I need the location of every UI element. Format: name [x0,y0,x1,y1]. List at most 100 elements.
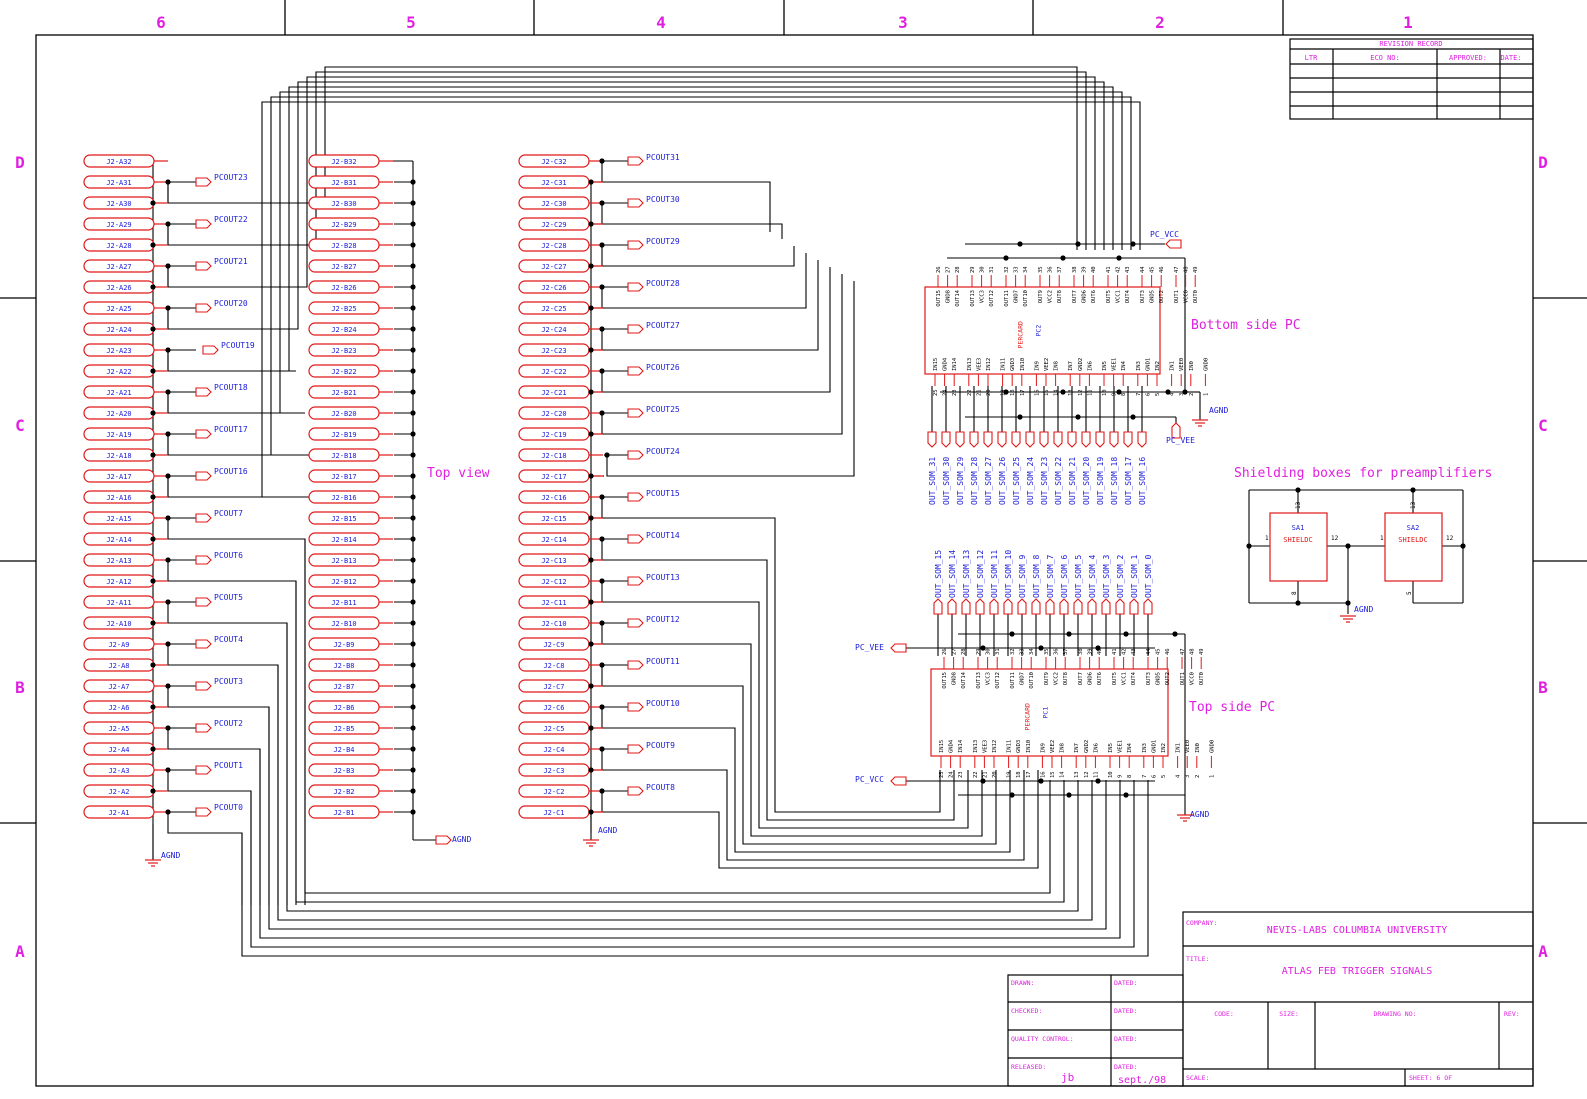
connector-pin-label: J2-B27 [331,263,356,271]
junction-dot [1060,255,1066,261]
connector-pin[interactable]: J2-C30 [518,196,603,210]
connector-pin[interactable]: J2-A31 [83,175,168,189]
connector-pin[interactable]: J2-A21 [83,385,168,399]
chip-pin-number: 17 [1026,771,1032,778]
connector-pin[interactable]: J2-C32 [518,154,603,168]
connector-pin[interactable]: J2-B5 [308,721,393,735]
connector-pin[interactable]: J2-C10 [518,616,603,630]
connector-pin[interactable]: J2-B16 [308,490,393,504]
connector-pin-label: J2-B9 [333,641,354,649]
offpage-connector-icon [627,576,644,586]
chip-pin-name: VEE3 [982,740,988,753]
connector-pin[interactable]: J2-A22 [83,364,168,378]
connector-pin[interactable]: J2-A11 [83,595,168,609]
connector-pin[interactable]: J2-B8 [308,658,393,672]
connector-pin[interactable]: J2-B19 [308,427,393,441]
connector-pin[interactable]: J2-B7 [308,679,393,693]
junction-dot [588,557,594,563]
connector-pin[interactable]: J2-A27 [83,259,168,273]
connector-pin[interactable]: J2-B18 [308,448,393,462]
chip-pin-number: 13 [1068,389,1074,396]
connector-pin[interactable]: J2-A15 [83,511,168,525]
connector-pin[interactable]: J2-A32 [83,154,168,168]
connector-pin[interactable]: J2-A1 [83,805,168,819]
connector-pin[interactable]: J2-C22 [518,364,603,378]
connector-pin[interactable]: J2-B15 [308,511,393,525]
connector-pin[interactable]: J2-B30 [308,196,393,210]
connector-pin[interactable]: J2-A13 [83,553,168,567]
connector-pin[interactable]: J2-C6 [518,700,603,714]
connector-pin-label: J2-B22 [331,368,356,376]
connector-pin[interactable]: J2-C12 [518,574,603,588]
connector-pin[interactable]: J2-A8 [83,658,168,672]
offpage-connector-icon [1095,431,1105,448]
connector-pin-label: J2-C23 [541,347,566,355]
connector-pin[interactable]: J2-C28 [518,238,603,252]
connector-pin[interactable]: J2-B28 [308,238,393,252]
chip-pin-name: IN14 [958,739,964,753]
connector-pin[interactable]: J2-C16 [518,490,603,504]
connector-pin[interactable]: J2-B27 [308,259,393,273]
connector-pin[interactable]: J2-C24 [518,322,603,336]
connector-pin[interactable]: J2-A17 [83,469,168,483]
connector-pin[interactable]: J2-B24 [308,322,393,336]
connector-pin[interactable]: J2-B22 [308,364,393,378]
chip-pin-number: 2 [1195,775,1201,778]
connector-pin[interactable]: J2-A29 [83,217,168,231]
connector-pin-label: J2-A29 [106,221,131,229]
connector-pin[interactable]: J2-A25 [83,301,168,315]
chip-pin-name: OUT2 [1165,672,1171,685]
connector-pin[interactable]: J2-B26 [308,280,393,294]
pcout-net-label: PCOUT8 [646,783,675,792]
top-side-caption: Top side PC [1189,700,1275,715]
connector-pin[interactable]: J2-A30 [83,196,168,210]
connector-pin[interactable]: J2-C18 [518,448,603,462]
offpage-connector-icon [627,786,644,796]
connector-pin[interactable]: J2-B11 [308,595,393,609]
connector-pin[interactable]: J2-C20 [518,406,603,420]
connector-pin[interactable]: J2-C4 [518,742,603,756]
connector-pin[interactable]: J2-B32 [308,154,393,168]
connector-pin[interactable]: J2-B17 [308,469,393,483]
connector-pin[interactable]: J2-B29 [308,217,393,231]
connector-pin[interactable]: J2-B9 [308,637,393,651]
shield-part: SHIELDC [1283,536,1313,544]
wire [167,518,306,905]
connector-pin[interactable]: J2-C2 [518,784,603,798]
chip-pin-number: 33 [1020,648,1026,655]
connector-pin[interactable]: J2-B4 [308,742,393,756]
connector-pin[interactable]: J2-A9 [83,637,168,651]
wire [295,581,1065,903]
chip-pin-name: OUT1 [1174,290,1180,303]
connector-pin[interactable]: J2-B3 [308,763,393,777]
chip-pin-name: GND4 [943,357,949,371]
connector-pin[interactable]: J2-C8 [518,658,603,672]
chip-pin-name: VEE3 [976,358,982,371]
connector-pin[interactable]: J2-B10 [308,616,393,630]
connector-pin[interactable]: J2-B31 [308,175,393,189]
connector-pin[interactable]: J2-B21 [308,385,393,399]
connector-pin[interactable]: J2-C26 [518,280,603,294]
connector-pin[interactable]: J2-B2 [308,784,393,798]
connector-pin[interactable]: J2-B23 [308,343,393,357]
connector-pin[interactable]: J2-A3 [83,763,168,777]
connector-pin[interactable]: J2-A10 [83,616,168,630]
connector-pin-label: J2-C7 [543,683,564,691]
connector-pin[interactable]: J2-B20 [308,406,393,420]
connector-pin-label: J2-B21 [331,389,356,397]
connector-pin[interactable]: J2-B6 [308,700,393,714]
junction-dot [165,767,171,773]
connector-pin[interactable]: J2-B1 [308,805,393,819]
connector-pin[interactable]: J2-B25 [308,301,393,315]
connector-pin[interactable]: J2-A23 [83,343,168,357]
connector-pin-label: J2-A32 [106,158,131,166]
connector-pin[interactable]: J2-B14 [308,532,393,546]
connector-pin[interactable]: J2-A19 [83,427,168,441]
connector-pin[interactable]: J2-A7 [83,679,168,693]
connector-pin[interactable]: J2-A18 [83,448,168,462]
connector-pin[interactable]: J2-B13 [308,553,393,567]
offpage-connector-icon [1059,598,1069,615]
connector-pin[interactable]: J2-C14 [518,532,603,546]
connector-pin[interactable]: J2-A5 [83,721,168,735]
connector-pin[interactable]: J2-B12 [308,574,393,588]
